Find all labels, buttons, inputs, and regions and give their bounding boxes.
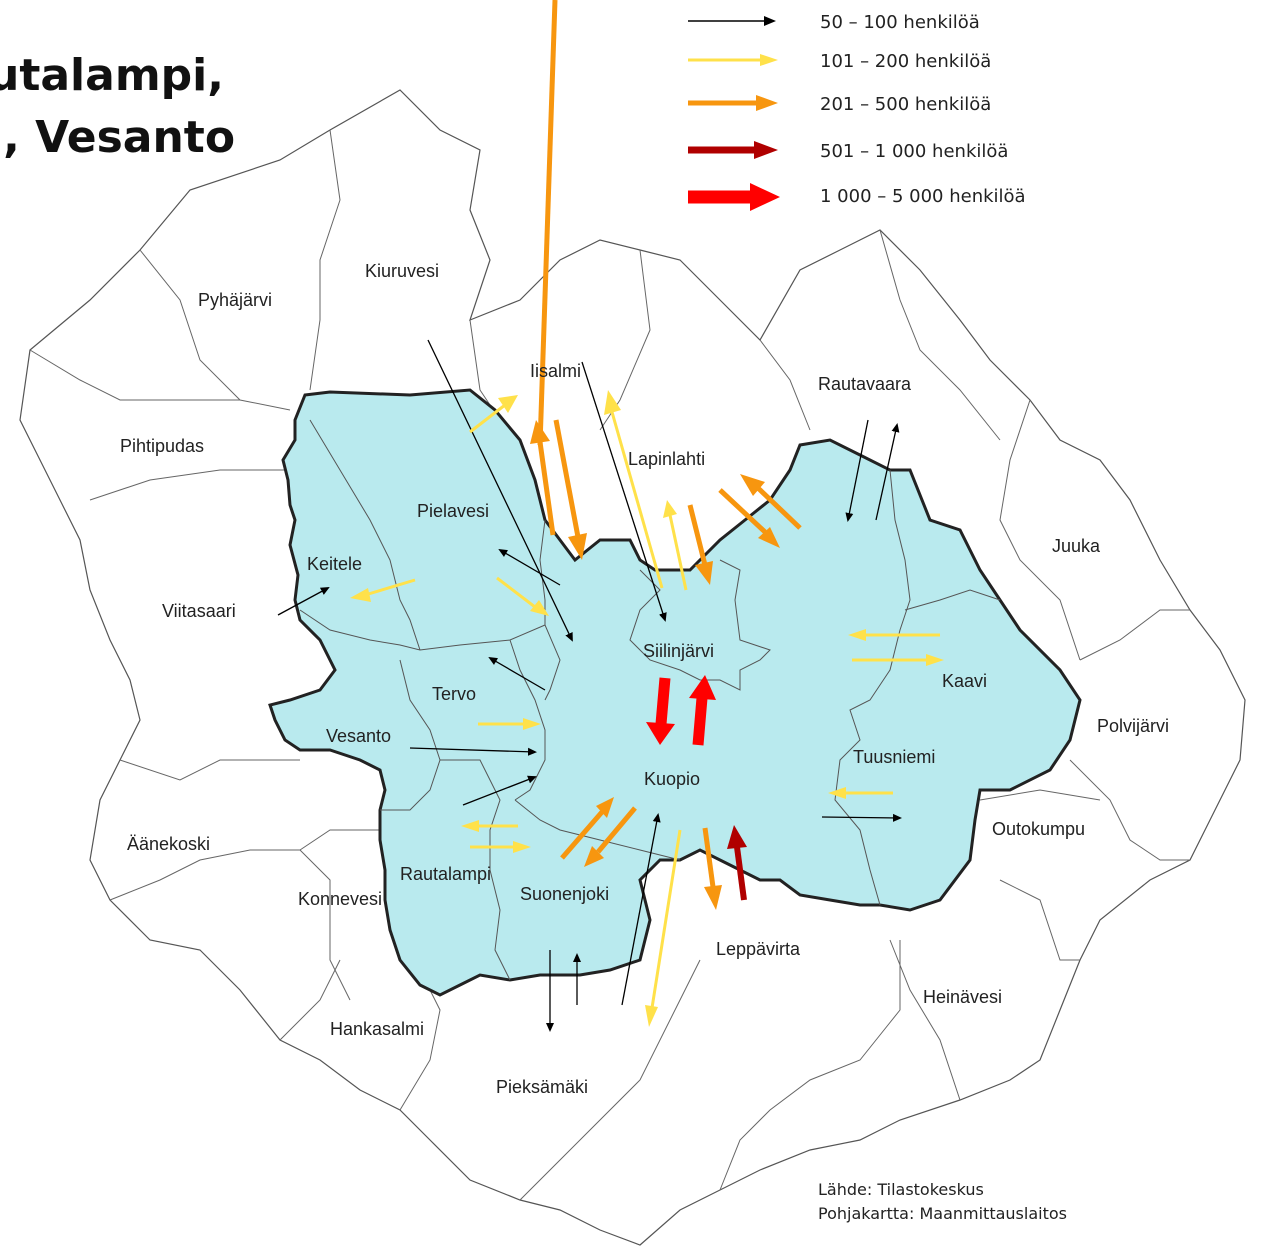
legend-arrow-yellow-icon <box>688 54 778 66</box>
highlighted-region <box>268 388 1082 997</box>
legend-item-1000-5000: 1 000 – 5 000 henkilöä <box>680 180 1100 216</box>
label-siilinjarvi: Siilinjärvi <box>643 641 714 661</box>
label-keitele: Keitele <box>307 554 362 574</box>
label-kaavi: Kaavi <box>942 671 987 691</box>
flow-arrows <box>277 0 944 1032</box>
label-outokumpu: Outokumpu <box>992 819 1085 839</box>
legend-arrow-orange-icon <box>688 95 778 111</box>
arrows-201-500 <box>530 0 802 910</box>
source-line-1: Lähde: Tilastokeskus <box>818 1180 984 1199</box>
legend-label: 101 – 200 henkilöä <box>820 51 992 72</box>
label-pihtipudas: Pihtipudas <box>120 436 204 456</box>
arrows-501-1000 <box>727 825 747 901</box>
label-rautalampi: Rautalampi <box>400 864 491 884</box>
legend-label: 501 – 1 000 henkilöä <box>820 141 1009 162</box>
source-line-2: Pohjakartta: Maanmittauslaitos <box>818 1204 1067 1223</box>
label-pielavesi: Pielavesi <box>417 501 489 521</box>
legend-item-201-500: 201 – 500 henkilöä <box>680 88 1100 124</box>
label-tuusniemi: Tuusniemi <box>853 747 935 767</box>
label-rautavaara: Rautavaara <box>818 374 912 394</box>
label-heinavesi: Heinävesi <box>923 987 1002 1007</box>
title-line-2: i, Vesanto <box>0 112 236 163</box>
arrows-50-100 <box>277 339 902 1032</box>
legend-item-50-100: 50 – 100 henkilöä <box>680 6 1100 42</box>
legend-item-101-200: 101 – 200 henkilöä <box>680 45 1100 81</box>
legend-arrow-darkred-icon <box>688 141 778 159</box>
legend-label: 1 000 – 5 000 henkilöä <box>820 186 1026 207</box>
label-vesanto: Vesanto <box>326 726 391 746</box>
label-tervo: Tervo <box>432 684 476 704</box>
arrows-101-200 <box>350 390 944 1027</box>
legend-arrow-red-icon <box>688 183 780 211</box>
label-kuopio: Kuopio <box>644 769 700 789</box>
label-leppavirta: Leppävirta <box>716 939 801 959</box>
label-pyhajarvi: Pyhäjärvi <box>198 290 272 310</box>
label-pieksamaki: Pieksämäki <box>496 1077 588 1097</box>
label-suonenjoki: Suonenjoki <box>520 884 609 904</box>
legend-label: 201 – 500 henkilöä <box>820 94 992 115</box>
legend-item-501-1000: 501 – 1 000 henkilöä <box>680 135 1100 171</box>
legend-label: 50 – 100 henkilöä <box>820 12 980 33</box>
label-aanekoski: Äänekoski <box>127 834 210 854</box>
label-hankasalmi: Hankasalmi <box>330 1019 424 1039</box>
title-line-1: utalampi, <box>0 50 224 101</box>
label-kiuruvesi: Kiuruvesi <box>365 261 439 281</box>
label-lapinlahti: Lapinlahti <box>628 449 705 469</box>
label-iisalmi: Iisalmi <box>530 361 581 381</box>
label-konnevesi: Konnevesi <box>298 889 382 909</box>
legend-arrow-black-icon <box>688 16 776 26</box>
outer-boundaries <box>29 129 1190 1201</box>
legend: 50 – 100 henkilöä 101 – 200 henkilöä 201… <box>680 4 1100 224</box>
municipality-labels: Kiuruvesi Pyhäjärvi Iisalmi Rautavaara P… <box>120 261 1169 1097</box>
region-internal-boundaries <box>299 419 1001 981</box>
source-note: Lähde: Tilastokeskus Pohjakartta: Maanmi… <box>818 1178 1067 1226</box>
label-polvijarvi: Polvijärvi <box>1097 716 1169 736</box>
label-juuka: Juuka <box>1052 536 1101 556</box>
label-viitasaari: Viitasaari <box>162 601 236 621</box>
arrows-1000-5000 <box>646 675 716 746</box>
